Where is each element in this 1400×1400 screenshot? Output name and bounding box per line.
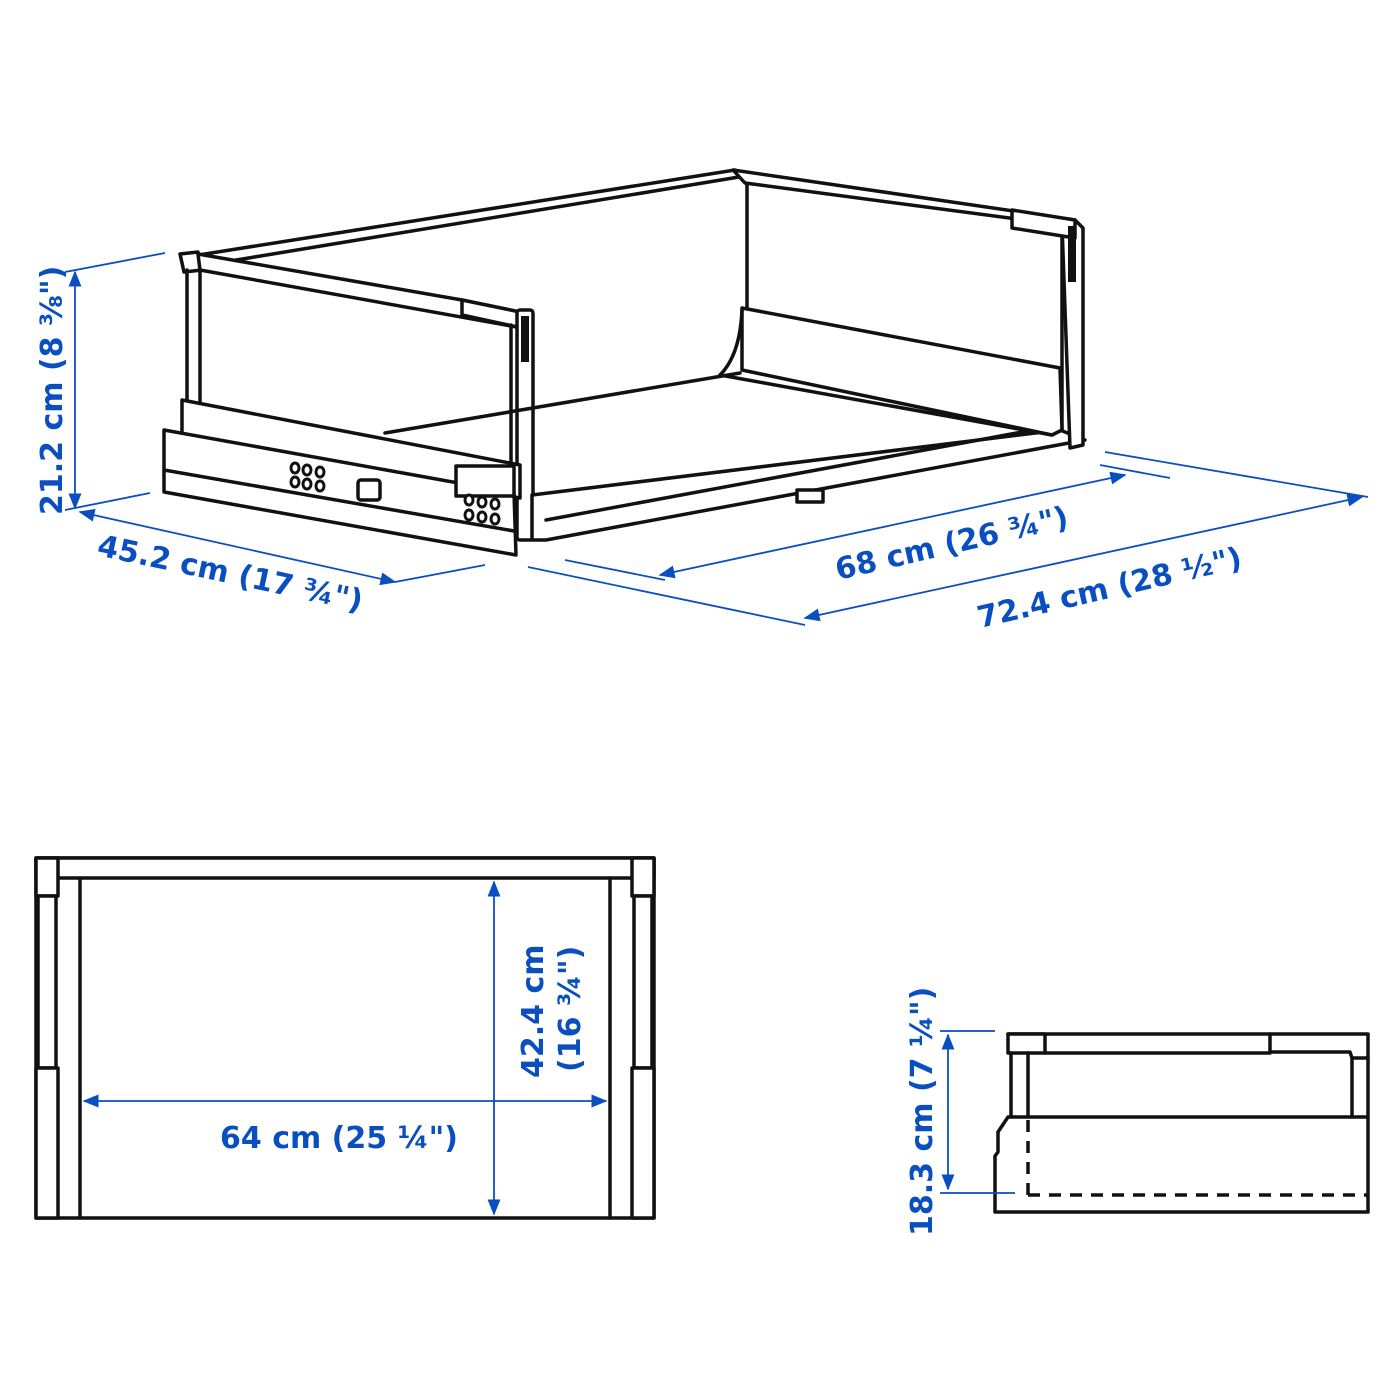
top-view-width-label: 64 cm (25 ¼") [220,1121,458,1156]
width-label: 45.2 cm (17 ¾") [94,529,366,619]
side-view-height-dimension [940,1030,1015,1194]
top-view-depth-label-cm: 42.4 cm [516,944,551,1078]
outer-depth-label: 72.4 cm (28 ½") [974,541,1245,636]
mounting-holes-right [463,493,501,526]
top-view-depth-label-in: (16 ¾") [553,946,588,1072]
top-view-drawing [34,856,656,1220]
outer-depth-dimension [527,451,1369,626]
perspective-drawer-drawing [162,168,1087,557]
height-dimension [64,252,166,511]
inner-depth-label: 68 cm (26 ¾") [832,500,1072,588]
side-view-drawing [993,1032,1370,1214]
height-label: 21.2 cm (8 ⅜") [35,266,70,515]
mounting-holes-left [289,461,326,493]
width-dimension [78,508,486,586]
side-view-height-label: 18.3 cm (7 ¼") [905,987,940,1236]
